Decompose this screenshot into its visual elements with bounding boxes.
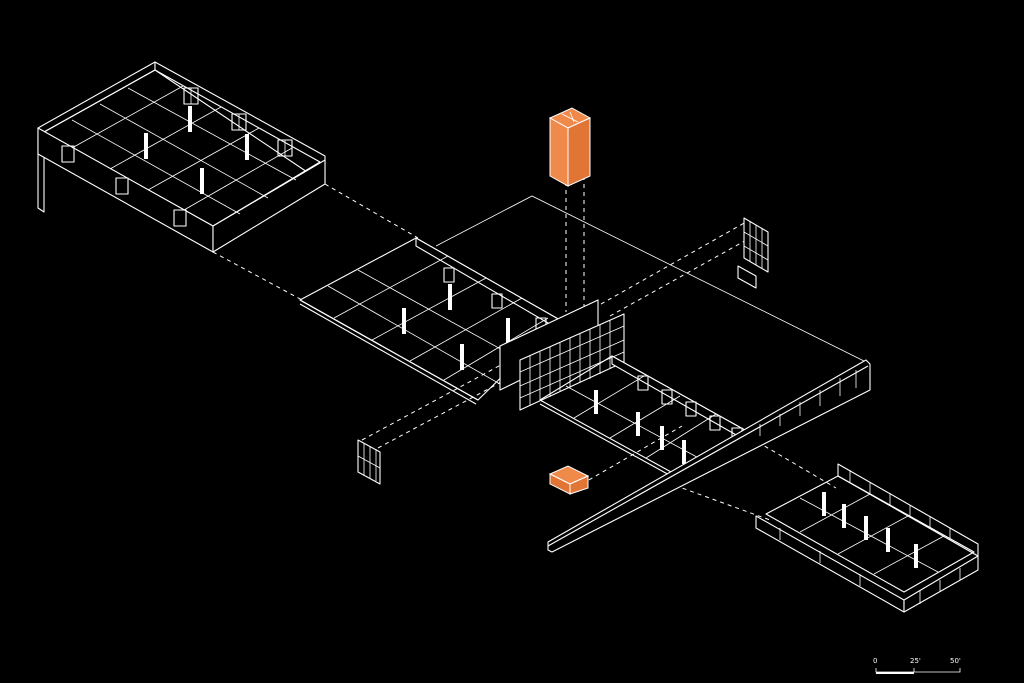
scale-bar: 0 25' 50' (873, 657, 961, 674)
block4-right-wall (903, 555, 979, 613)
block4-facade-grid (779, 470, 961, 604)
bench-front (569, 475, 589, 495)
block2-back-wall (415, 237, 561, 331)
block1-windows (183, 87, 293, 157)
block2-column (460, 344, 464, 370)
screen-wall-mullions (519, 320, 625, 406)
block1-back-right-wall (154, 61, 326, 185)
block1-column (245, 134, 249, 160)
scale-label-25: 25' (910, 657, 921, 665)
orange-core-tower (548, 107, 592, 187)
block1-floor-grid (71, 85, 297, 215)
block3-column (636, 412, 640, 436)
block3-floor-grid (565, 375, 717, 463)
floating-facade-panel-left (357, 439, 381, 485)
block1-column (188, 106, 192, 132)
building-block-4 (755, 463, 979, 613)
scale-bar-line (875, 668, 961, 673)
block3-back-wall (611, 355, 753, 445)
block1-right-wall (212, 159, 326, 253)
screen-wall-front (519, 313, 625, 411)
block4-column (886, 528, 890, 552)
block4-column (864, 516, 868, 540)
floating-facade-panel-right (737, 217, 769, 289)
scale-bar-fill (876, 672, 914, 674)
block2-column (506, 318, 510, 344)
block1-front-wall (37, 127, 214, 253)
block4-floor (765, 475, 975, 593)
scale-label-50: 50' (950, 657, 961, 665)
block4-column (822, 492, 826, 516)
building-block-1 (37, 61, 326, 253)
orange-bench-element (548, 465, 590, 495)
block2-wall-openings (443, 267, 547, 333)
core-right-face (567, 117, 591, 187)
block3-column (660, 426, 664, 450)
block1-column (144, 133, 148, 159)
block1-doors (61, 145, 187, 227)
long-canopy-beam (547, 359, 871, 553)
block3-column (594, 390, 598, 414)
canopy-mullions (759, 370, 857, 436)
block2-column (448, 284, 452, 310)
scale-label-0: 0 (873, 657, 877, 665)
core-left-face (549, 117, 569, 187)
block2-column (402, 308, 406, 334)
block1-column (200, 168, 204, 194)
block4-column (842, 504, 846, 528)
central-screen-wall (499, 299, 625, 411)
block4-column (914, 544, 918, 568)
block3-column (682, 440, 686, 464)
